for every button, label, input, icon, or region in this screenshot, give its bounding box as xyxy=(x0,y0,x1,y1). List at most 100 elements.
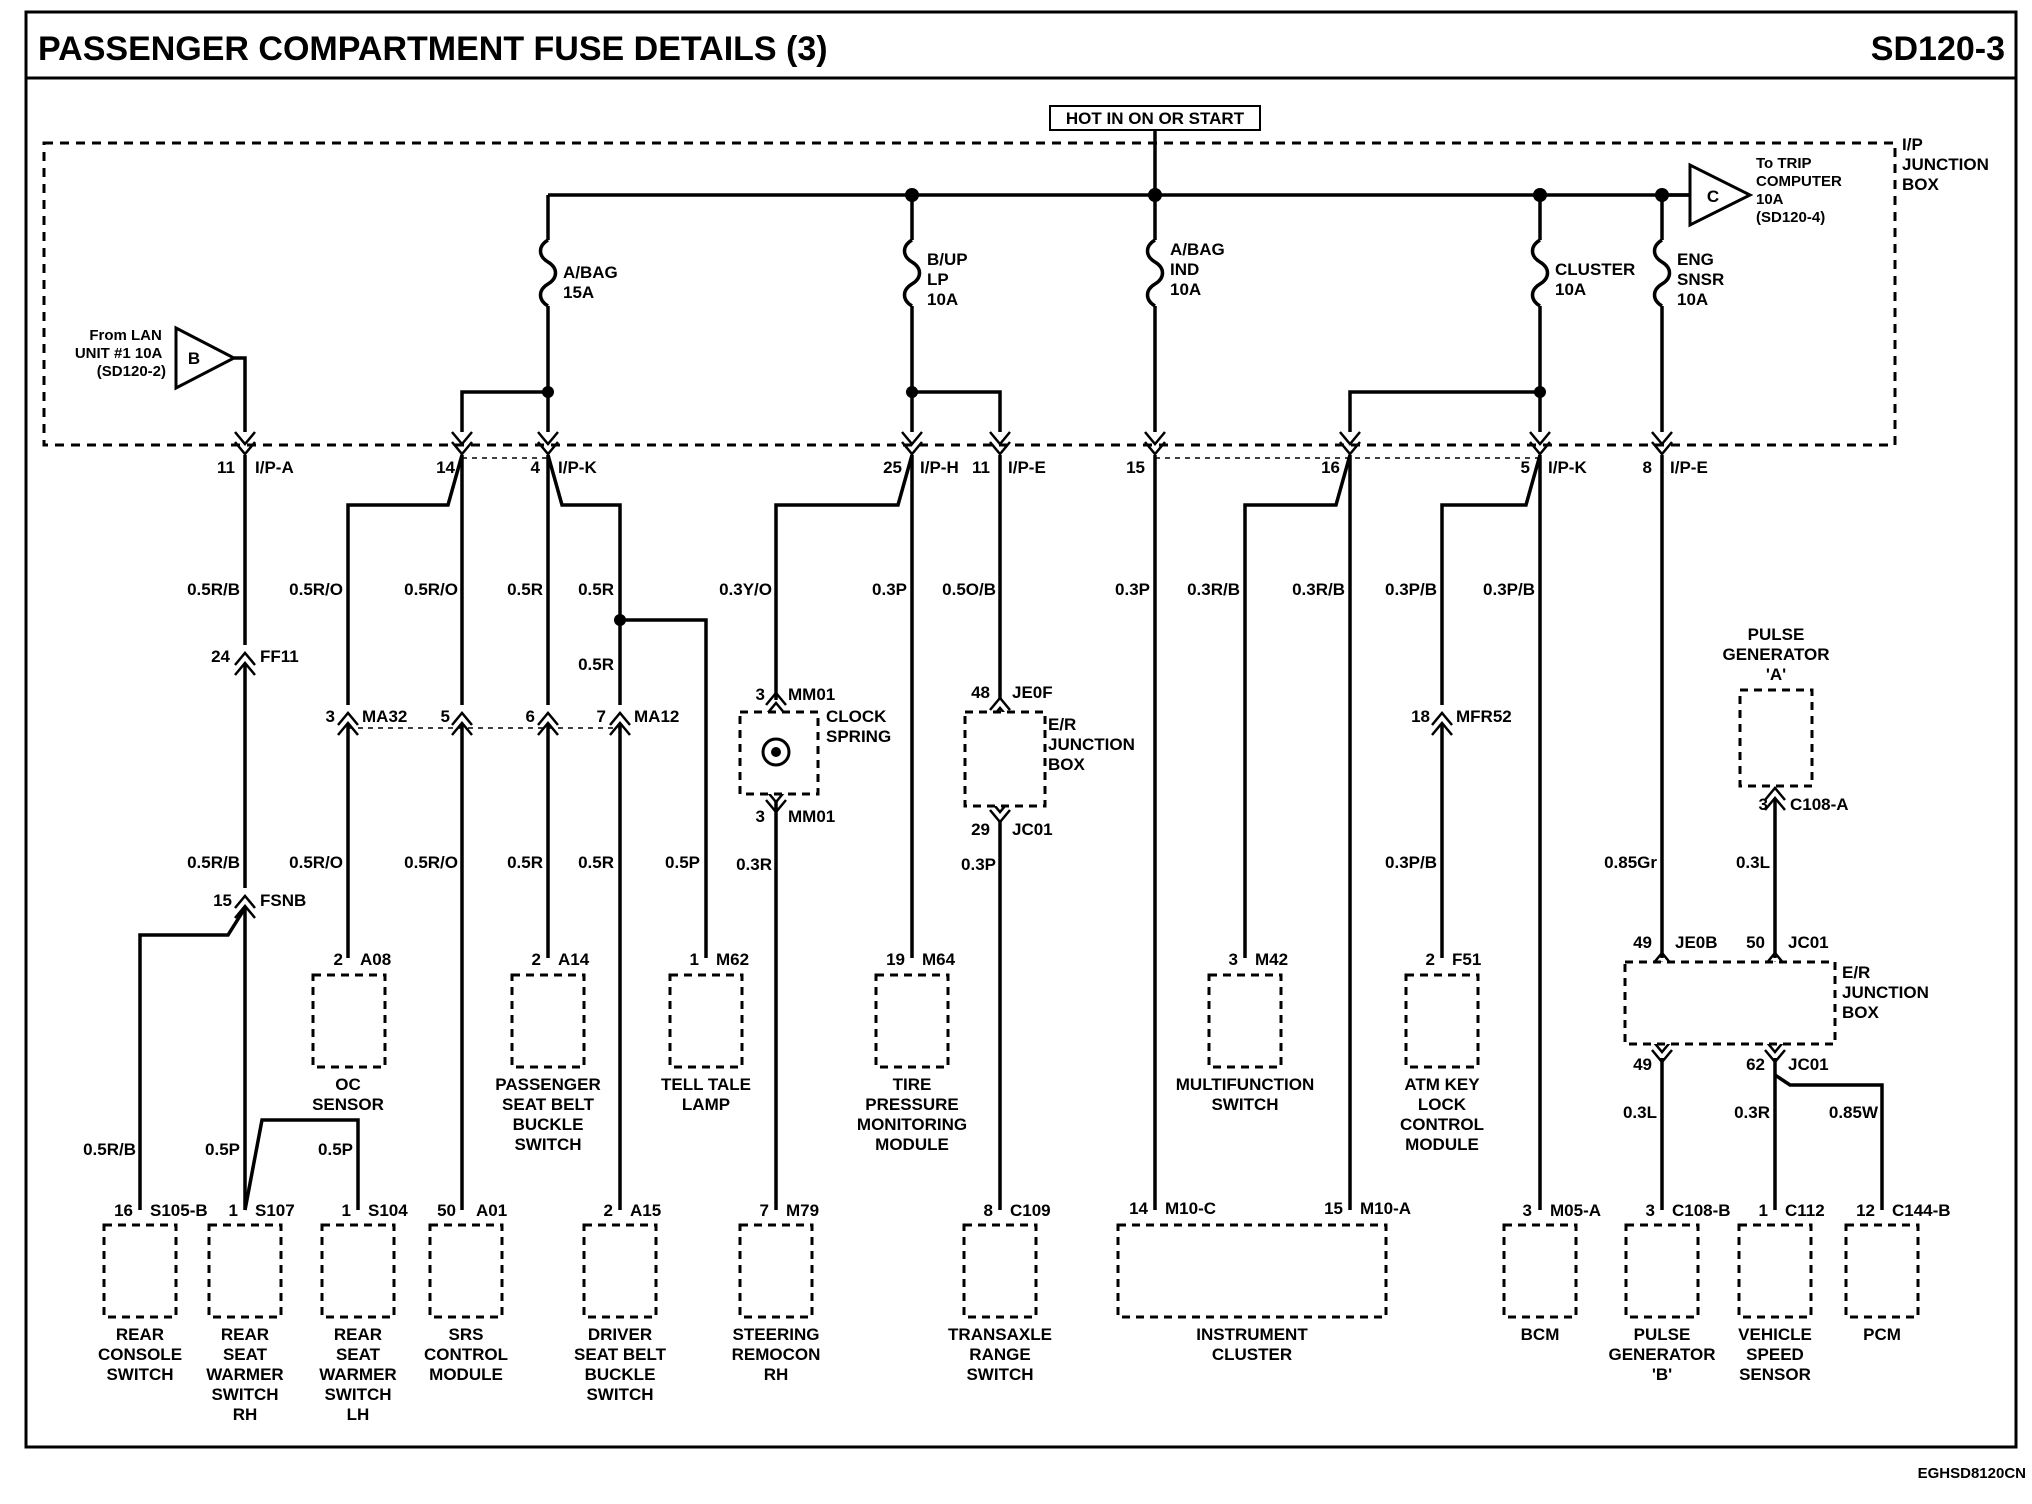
svg-text:3: 3 xyxy=(1759,795,1768,814)
svg-text:0.3R/B: 0.3R/B xyxy=(1292,580,1345,599)
svg-text:16: 16 xyxy=(114,1201,133,1220)
svg-text:1: 1 xyxy=(690,950,699,969)
svg-text:15: 15 xyxy=(1126,458,1145,477)
svg-text:0.3P: 0.3P xyxy=(961,855,996,874)
svg-text:0.5R/O: 0.5R/O xyxy=(404,853,458,872)
svg-text:2: 2 xyxy=(532,950,541,969)
svg-text:I/P-H: I/P-H xyxy=(920,458,959,477)
svg-text:0.5P: 0.5P xyxy=(665,853,700,872)
svg-text:M64: M64 xyxy=(922,950,956,969)
svg-text:0.5R/B: 0.5R/B xyxy=(83,1140,136,1159)
svg-text:7: 7 xyxy=(760,1201,769,1220)
page-code: SD120-3 xyxy=(1871,30,2005,68)
diagram-frame xyxy=(24,10,2018,1449)
svg-text:A15: A15 xyxy=(630,1201,661,1220)
svg-text:1: 1 xyxy=(1759,1201,1768,1220)
svg-text:0.3P/B: 0.3P/B xyxy=(1483,580,1535,599)
ip-pin-labels: 11 I/P-A 14 4 I/P-K 25 I/P-H 11 I/P-E 15… xyxy=(217,458,1708,477)
svg-text:2: 2 xyxy=(334,950,343,969)
svg-text:50: 50 xyxy=(437,1201,456,1220)
wires xyxy=(138,454,1884,1211)
svg-text:62: 62 xyxy=(1746,1055,1765,1074)
hot-label-box xyxy=(1049,105,1261,131)
svg-text:0.5R: 0.5R xyxy=(507,853,543,872)
svg-text:8: 8 xyxy=(984,1201,993,1220)
svg-text:15: 15 xyxy=(213,891,232,910)
svg-text:2: 2 xyxy=(604,1201,613,1220)
svg-text:C109: C109 xyxy=(1010,1201,1051,1220)
svg-text:M10-A: M10-A xyxy=(1360,1199,1411,1218)
svg-text:0.3L: 0.3L xyxy=(1736,853,1770,872)
svg-text:M10-C: M10-C xyxy=(1165,1199,1216,1218)
svg-text:0.3P/B: 0.3P/B xyxy=(1385,580,1437,599)
svg-text:I/P-K: I/P-K xyxy=(558,458,597,477)
svg-text:11: 11 xyxy=(972,458,990,477)
svg-text:S104: S104 xyxy=(368,1201,408,1220)
svg-text:A14: A14 xyxy=(558,950,590,969)
svg-text:3: 3 xyxy=(756,807,765,826)
svg-text:5: 5 xyxy=(441,707,450,726)
svg-text:PCM: PCM xyxy=(1863,1325,1901,1344)
svg-text:MFR52: MFR52 xyxy=(1456,707,1512,726)
wire-labels: 0.5R/B 0.5R/O 0.5R/O 0.5R 0.5R 0.5R 0.3Y… xyxy=(83,580,1879,1159)
svg-text:7: 7 xyxy=(597,707,606,726)
svg-text:0.5R/O: 0.5R/O xyxy=(289,853,343,872)
footer-code: EGHSD8120CN xyxy=(1918,1465,2026,1482)
ip-connector-chevrons xyxy=(234,431,1673,456)
svg-text:3: 3 xyxy=(1646,1201,1655,1220)
svg-text:A08: A08 xyxy=(360,950,391,969)
svg-text:A01: A01 xyxy=(476,1201,507,1220)
svg-text:16: 16 xyxy=(1321,458,1340,477)
svg-text:25: 25 xyxy=(883,458,902,477)
svg-text:JC01: JC01 xyxy=(1788,1055,1829,1074)
svg-text:M05-A: M05-A xyxy=(1550,1201,1601,1220)
svg-text:0.3R: 0.3R xyxy=(736,855,772,874)
svg-text:0.5R/O: 0.5R/O xyxy=(289,580,343,599)
svg-text:0.5R: 0.5R xyxy=(578,853,614,872)
svg-text:JE0F: JE0F xyxy=(1012,683,1053,702)
svg-text:FSNB: FSNB xyxy=(260,891,306,910)
svg-text:0.3P: 0.3P xyxy=(872,580,907,599)
svg-text:8: 8 xyxy=(1643,458,1652,477)
svg-text:0.3P: 0.3P xyxy=(1115,580,1150,599)
svg-text:49: 49 xyxy=(1633,1055,1652,1074)
svg-text:14: 14 xyxy=(1129,1199,1148,1218)
svg-text:0.5P: 0.5P xyxy=(318,1140,353,1159)
svg-text:0.5O/B: 0.5O/B xyxy=(942,580,996,599)
svg-text:MA32: MA32 xyxy=(362,707,407,726)
component-bcm: 3 M05-A BCM xyxy=(1502,1201,1601,1344)
svg-text:0.5R/B: 0.5R/B xyxy=(187,580,240,599)
svg-text:C108-A: C108-A xyxy=(1790,795,1849,814)
svg-text:15: 15 xyxy=(1324,1199,1343,1218)
svg-text:1: 1 xyxy=(229,1201,238,1220)
